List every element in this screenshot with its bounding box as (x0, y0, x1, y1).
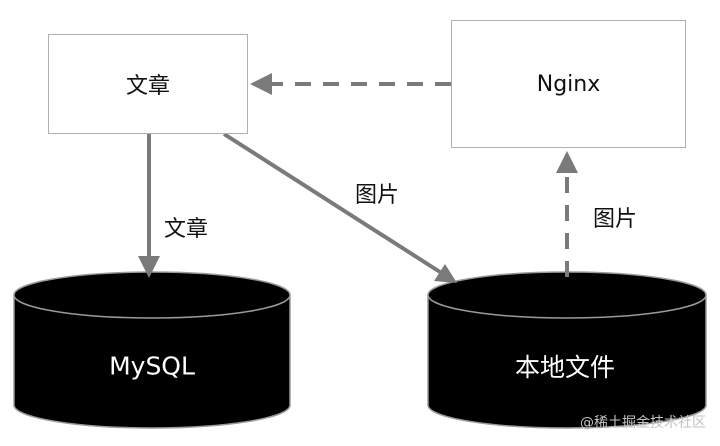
edge-article-to-mysql (138, 134, 160, 278)
watermark: @稀土掘金技术社区 (580, 415, 706, 431)
edge-nginx-to-article (250, 73, 451, 95)
nginx-box: Nginx (451, 20, 686, 148)
article-box: 文章 (48, 34, 248, 134)
edge-label-article-to-mysql: 文章 (164, 217, 209, 242)
nginx-box-label: Nginx (536, 71, 601, 97)
mysql-cylinder (13, 271, 291, 429)
local-files-cylinder (427, 271, 707, 429)
mysql-label: MySQL (109, 351, 195, 381)
edge-article-to-local-files (222, 132, 457, 283)
edge-label-local-files-to-nginx: 图片 (593, 207, 638, 232)
article-box-label: 文章 (125, 74, 170, 99)
local-files-label: 本地文件 (514, 353, 616, 382)
edge-label-article-to-local-files: 图片 (355, 183, 400, 208)
edge-local-files-to-nginx (556, 151, 578, 277)
